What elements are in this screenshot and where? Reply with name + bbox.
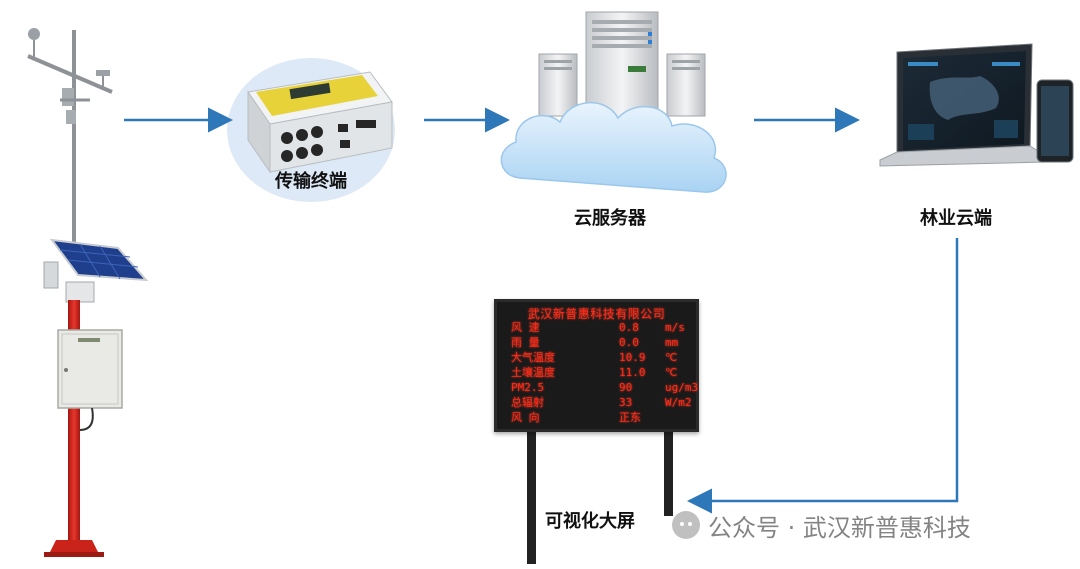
- led-row-unit: mm: [665, 336, 679, 349]
- led-row: 总辐射 33 W/m2: [511, 396, 692, 409]
- led-title: 武汉新普惠科技有限公司: [527, 307, 666, 321]
- laptop-phone-icon: [879, 43, 1074, 167]
- led-row-unit: ℃: [665, 366, 678, 379]
- weather-station-icon: [27, 28, 149, 557]
- led-row-value: 正东: [619, 411, 641, 424]
- watermark: 公众号 · 武汉新普惠科技: [672, 508, 971, 542]
- led-row: 风 向 正东: [511, 412, 688, 424]
- cloud-server-label: 云服务器: [574, 208, 646, 229]
- led-row-name: 总辐射: [511, 396, 544, 409]
- led-row-value: 0.8: [619, 321, 639, 334]
- led-row: 雨 量 0.0 mm: [511, 337, 688, 349]
- led-row-value: 0.0: [619, 336, 639, 349]
- forestry-cloud-label: 林业云端: [920, 208, 992, 229]
- led-row-unit: W/m2: [665, 396, 692, 409]
- led-row-value: 90: [619, 381, 633, 394]
- transmission-terminal-icon: [227, 58, 395, 202]
- led-row-value: 10.9: [619, 351, 646, 364]
- led-row-unit: ug/m3: [665, 381, 699, 394]
- terminal-label: 传输终端: [275, 171, 347, 192]
- led-row: 土壤温度 11.0 ℃: [511, 367, 688, 379]
- led-row-unit: ℃: [665, 351, 678, 364]
- led-row-value: 11.0: [619, 366, 646, 379]
- led-row: PM2.5 90 ug/m3: [511, 381, 698, 394]
- led-row-name: 雨 量: [511, 336, 540, 349]
- screen-label: 可视化大屏: [545, 511, 635, 532]
- led-row: 大气温度 10.9 ℃: [511, 352, 688, 364]
- cloud-server-icon: [500, 11, 727, 193]
- led-row-name: 大气温度: [511, 351, 555, 364]
- led-row-unit: m/s: [665, 321, 685, 334]
- led-display-board: 武汉新普惠科技有限公司 风 速 0.8 m/s 雨 量 0.0 mm 大气温度 …: [494, 299, 699, 432]
- display-posts: [527, 420, 673, 564]
- watermark-text: 公众号 · 武汉新普惠科技: [708, 513, 971, 542]
- led-row-name: PM2.5: [511, 381, 545, 394]
- arrow-forestry-to-screen: [687, 238, 959, 514]
- wechat-icon: [672, 511, 700, 539]
- led-row: 风 速 0.8 m/s: [511, 322, 688, 334]
- led-row-value: 33: [619, 396, 633, 409]
- led-row-name: 风 向: [511, 411, 540, 424]
- led-row-name: 土壤温度: [511, 366, 555, 379]
- led-row-name: 风 速: [511, 321, 540, 334]
